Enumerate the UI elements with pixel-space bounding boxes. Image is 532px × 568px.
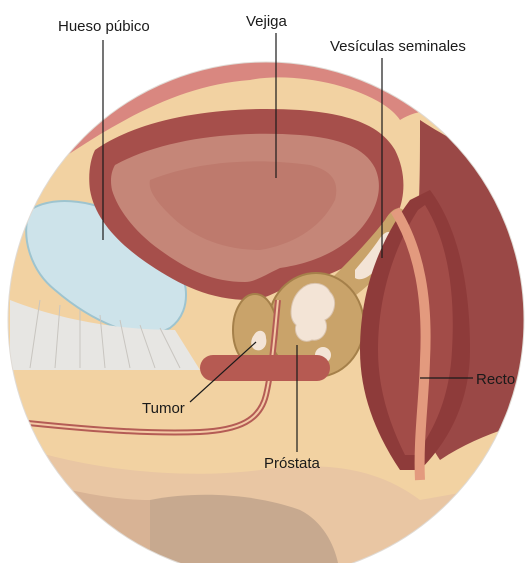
label-vejiga: Vejiga — [246, 14, 287, 29]
anatomy-circle — [0, 50, 532, 563]
label-tumor: Tumor — [142, 401, 185, 416]
sphincter-muscle — [200, 355, 330, 381]
label-vesiculas-seminales: Vesículas seminales — [330, 39, 466, 54]
label-prostata: Próstata — [264, 456, 320, 471]
label-recto: Recto — [476, 372, 515, 387]
label-hueso-pubico: Hueso púbico — [58, 19, 150, 34]
